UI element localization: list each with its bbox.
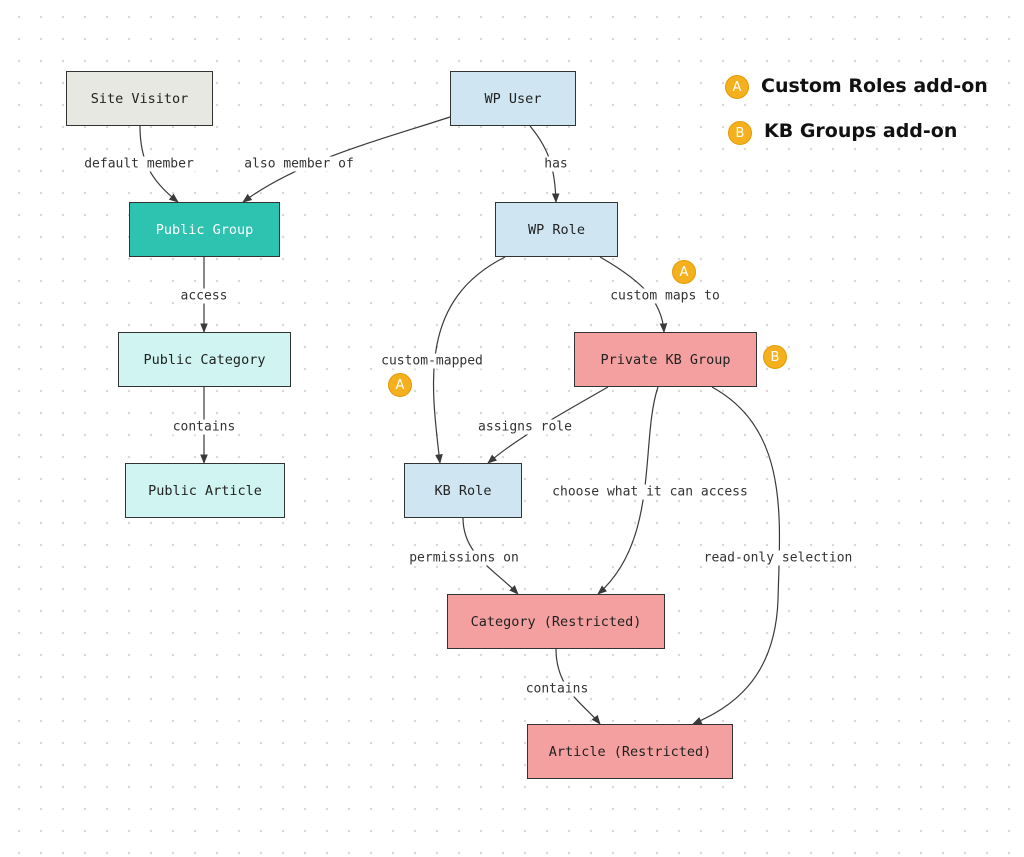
label-assigns-role: assigns role	[476, 419, 574, 435]
label-also-member-of: also member of	[242, 156, 356, 172]
label-default-member: default member	[82, 156, 196, 172]
node-article-restricted: Article (Restricted)	[527, 724, 733, 779]
edge-also-member-of	[242, 116, 451, 203]
node-public-category: Public Category	[118, 332, 291, 387]
node-wp-role: WP Role	[495, 202, 618, 257]
legend-badge-b-icon: B	[728, 121, 752, 145]
edge-custom-mapped	[432, 256, 506, 464]
label-permissions-on: permissions on	[407, 550, 521, 566]
label-has: has	[542, 156, 570, 172]
node-kb-role: KB Role	[404, 463, 522, 518]
badge-a-icon: A	[388, 373, 412, 397]
legend-badge-a-icon: A	[725, 75, 749, 99]
node-category-restricted: Category (Restricted)	[447, 594, 665, 649]
label-choose-what-it-can-access: choose what it can access	[550, 484, 750, 500]
label-read-only-selection: read-only selection	[701, 550, 855, 566]
badge-a-icon: A	[672, 260, 696, 284]
node-wp-user: WP User	[450, 71, 576, 126]
label-access: access	[178, 288, 230, 304]
legend-label-custom-roles: Custom Roles add-on	[761, 75, 988, 97]
label-contains-restricted: contains	[523, 681, 591, 697]
node-site-visitor: Site Visitor	[66, 71, 213, 126]
label-custom-maps-to: custom maps to	[608, 288, 722, 304]
label-contains-public: contains	[170, 419, 238, 435]
node-private-kb-group: Private KB Group	[574, 332, 757, 387]
edge-read-only-selection	[692, 386, 781, 725]
node-public-article: Public Article	[125, 463, 285, 518]
label-custom-mapped: custom-mapped	[379, 353, 485, 369]
node-public-group: Public Group	[129, 202, 280, 257]
legend-label-kb-groups: KB Groups add-on	[764, 120, 958, 142]
badge-b-icon: B	[763, 345, 787, 369]
